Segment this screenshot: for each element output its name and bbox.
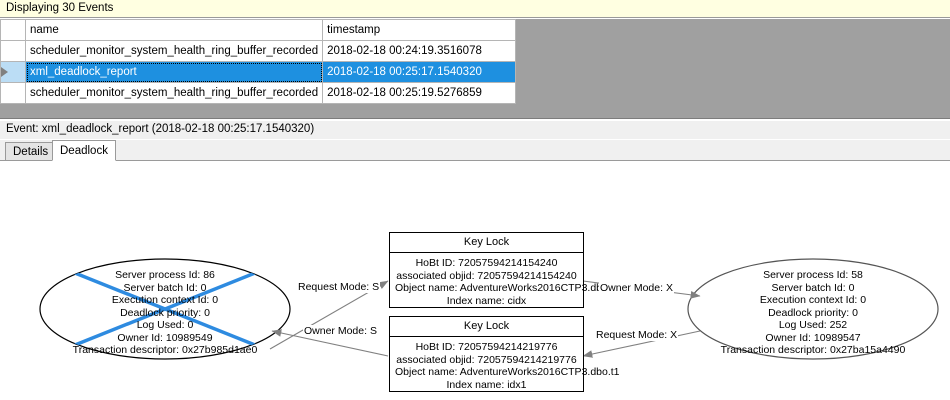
- cell-timestamp[interactable]: 2018-02-18 00:24:19.3516078: [322, 40, 517, 62]
- edge-right-request-bottom: [582, 330, 701, 358]
- resource-bottom-line-0: HoBt ID: 72057594214219776: [415, 341, 558, 353]
- edge-label-left-request-top: Request Mode: S: [297, 281, 381, 293]
- row-selector-cell[interactable]: [0, 82, 26, 104]
- process-ellipse-right: [687, 258, 939, 360]
- table-row[interactable]: scheduler_monitor_system_health_ring_buf…: [0, 40, 517, 62]
- resource-bottom-body: HoBt ID: 72057594214219776 associated ob…: [390, 337, 620, 396]
- events-banner: Displaying 30 Events: [0, 0, 950, 18]
- tab-details[interactable]: Details: [5, 142, 57, 160]
- cell-name[interactable]: xml_deadlock_report: [24, 61, 324, 83]
- resource-bottom-line-3: Index name: idx1: [446, 378, 527, 391]
- events-grid[interactable]: name timestamp scheduler_monitor_system_…: [0, 19, 950, 119]
- edge-label-right-request-bottom: Request Mode: X: [595, 329, 679, 341]
- resource-node-bottom[interactable]: Key Lock HoBt ID: 72057594214219776 asso…: [389, 316, 620, 392]
- row-selector-cell[interactable]: [0, 61, 26, 83]
- event-header-label: Event: xml_deadlock_report (2018-02-18 0…: [6, 123, 315, 135]
- resource-top-title: Key Lock: [390, 233, 583, 253]
- cell-timestamp[interactable]: 2018-02-18 00:25:19.5276859: [322, 82, 517, 104]
- resource-top-line-0: HoBt ID: 72057594214154240: [415, 257, 558, 269]
- tab-underline: [0, 160, 950, 161]
- events-table: name timestamp scheduler_monitor_system_…: [0, 19, 517, 104]
- event-header: Event: xml_deadlock_report (2018-02-18 0…: [0, 121, 950, 139]
- resource-bottom-title: Key Lock: [390, 317, 583, 337]
- table-header-row: name timestamp: [0, 19, 517, 41]
- resource-bottom-line-1: associated objid: 72057594214219776: [396, 353, 577, 366]
- column-header-timestamp[interactable]: timestamp: [322, 19, 517, 41]
- resource-top-line-2: Object name: AdventureWorks2016CTP3.dbo.…: [395, 282, 620, 294]
- resource-top-body: HoBt ID: 72057594214154240 associated ob…: [390, 253, 620, 312]
- resource-bottom-line-2: Object name: AdventureWorks2016CTP3.dbo.…: [395, 366, 620, 378]
- cell-name[interactable]: scheduler_monitor_system_health_ring_buf…: [24, 40, 324, 62]
- table-row[interactable]: scheduler_monitor_system_health_ring_buf…: [0, 82, 517, 104]
- events-banner-label: Displaying 30 Events: [6, 2, 114, 14]
- tab-bar: Details Deadlock: [0, 140, 950, 161]
- edge-label-top-owner-right: Owner Mode: X: [599, 282, 674, 294]
- resource-node-top[interactable]: Key Lock HoBt ID: 72057594214154240 asso…: [389, 232, 620, 308]
- edge-bottom-owner-left: [271, 329, 389, 357]
- column-header-selector: [0, 19, 26, 41]
- deadlock-graph-canvas[interactable]: Server process Id: 86 Server batch Id: 0…: [0, 161, 950, 400]
- row-selector-cell[interactable]: [0, 40, 26, 62]
- victim-cross-marker: [40, 259, 290, 359]
- row-selector-arrow-icon: [1, 66, 8, 77]
- table-row-selected[interactable]: xml_deadlock_report 2018-02-18 00:25:17.…: [0, 61, 517, 83]
- deadlock-graph-svg: [39, 258, 939, 360]
- edge-label-bottom-owner-left: Owner Mode: S: [303, 325, 378, 337]
- cell-name[interactable]: scheduler_monitor_system_health_ring_buf…: [24, 82, 324, 104]
- column-header-name[interactable]: name: [24, 19, 324, 41]
- resource-top-line-1: associated objid: 72057594214154240: [396, 269, 577, 282]
- cell-timestamp[interactable]: 2018-02-18 00:25:17.1540320: [322, 61, 517, 83]
- resource-top-line-3: Index name: cidx: [446, 294, 527, 307]
- tab-deadlock[interactable]: Deadlock: [52, 140, 116, 161]
